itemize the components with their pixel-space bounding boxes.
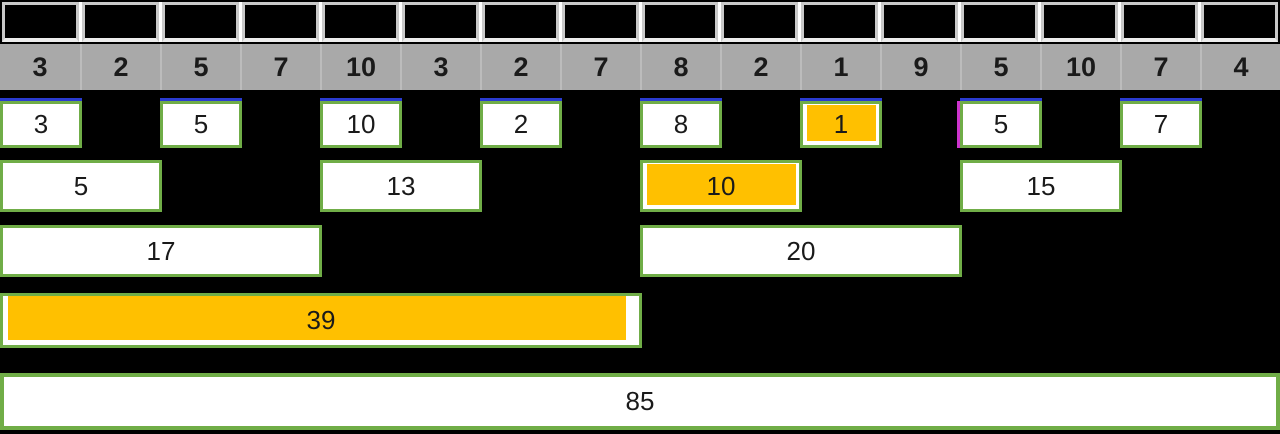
sum-box: 1 [800,101,882,148]
input-cell [241,2,319,42]
array-value-cell: 7 [240,44,320,90]
input-cells-row [2,2,1278,42]
input-cell [1041,2,1119,42]
sum-box: 5 [960,101,1042,148]
sum-box-label: 8 [673,109,689,139]
array-value-cell: 5 [160,44,240,90]
input-cell [161,2,239,42]
sum-box-label: 5 [993,109,1009,139]
input-cell [2,2,79,42]
sum-box-label: 2 [513,109,529,139]
array-value-cell: 5 [960,44,1040,90]
sum-box: 10 [640,160,802,212]
input-cell [321,2,399,42]
sum-box: 3 [0,101,82,148]
input-cell [1121,2,1199,42]
sum-box-label: 17 [146,235,176,266]
array-value-cell: 10 [320,44,400,90]
sum-box: 7 [1120,101,1202,148]
sum-box-label: 1 [833,109,849,139]
sum-box: 39 [0,293,642,348]
input-cell [881,2,959,42]
sum-box-label: 3 [33,109,49,139]
sum-box: 2 [480,101,562,148]
sum-box: 8 [640,101,722,148]
leaf-sums-row: 3 5 10 2 8 1 5 7 [0,101,1280,148]
input-cell [801,2,879,42]
sum-box-label: 20 [786,235,816,266]
input-cell [81,2,159,42]
array-value-cell: 8 [640,44,720,90]
sum-box-label: 5 [193,109,209,139]
sum-box-label: 39 [306,305,336,335]
array-value-cell: 2 [80,44,160,90]
sum-box: 17 [0,225,322,277]
pair-sums-row: 5 13 10 15 [0,160,1280,212]
array-value-cell: 9 [880,44,960,90]
array-value-cell: 2 [720,44,800,90]
oct-sums-row: 39 [0,293,1280,348]
sum-box-label: 10 [346,109,376,139]
array-value-cell: 2 [480,44,560,90]
array-value-cell: 1 [800,44,880,90]
array-value-cell: 4 [1200,44,1280,90]
array-value-cell: 7 [1120,44,1200,90]
input-cell [561,2,639,42]
sum-box-label: 15 [1026,170,1056,201]
sum-box-label: 5 [73,170,89,201]
array-value-cell: 3 [400,44,480,90]
sum-box-label: 13 [386,170,416,201]
input-cell [721,2,799,42]
input-cell [481,2,559,42]
total-sum-row: 85 [0,373,1280,430]
sum-box: 15 [960,160,1122,212]
sum-box-label: 7 [1153,109,1169,139]
sum-box: 13 [320,160,482,212]
input-cell [1201,2,1278,42]
sum-box: 5 [160,101,242,148]
input-cell [961,2,1039,42]
array-value-cell: 3 [32,51,48,82]
input-cell [641,2,719,42]
sum-box-label: 10 [706,170,736,201]
input-cell [401,2,479,42]
sum-box: 85 [0,373,1280,430]
sum-box: 5 [0,160,162,212]
sum-box: 10 [320,101,402,148]
array-value-cell: 7 [560,44,640,90]
array-value-cell: 10 [1040,44,1120,90]
sum-box: 20 [640,225,962,277]
sum-box-label: 85 [625,386,655,416]
